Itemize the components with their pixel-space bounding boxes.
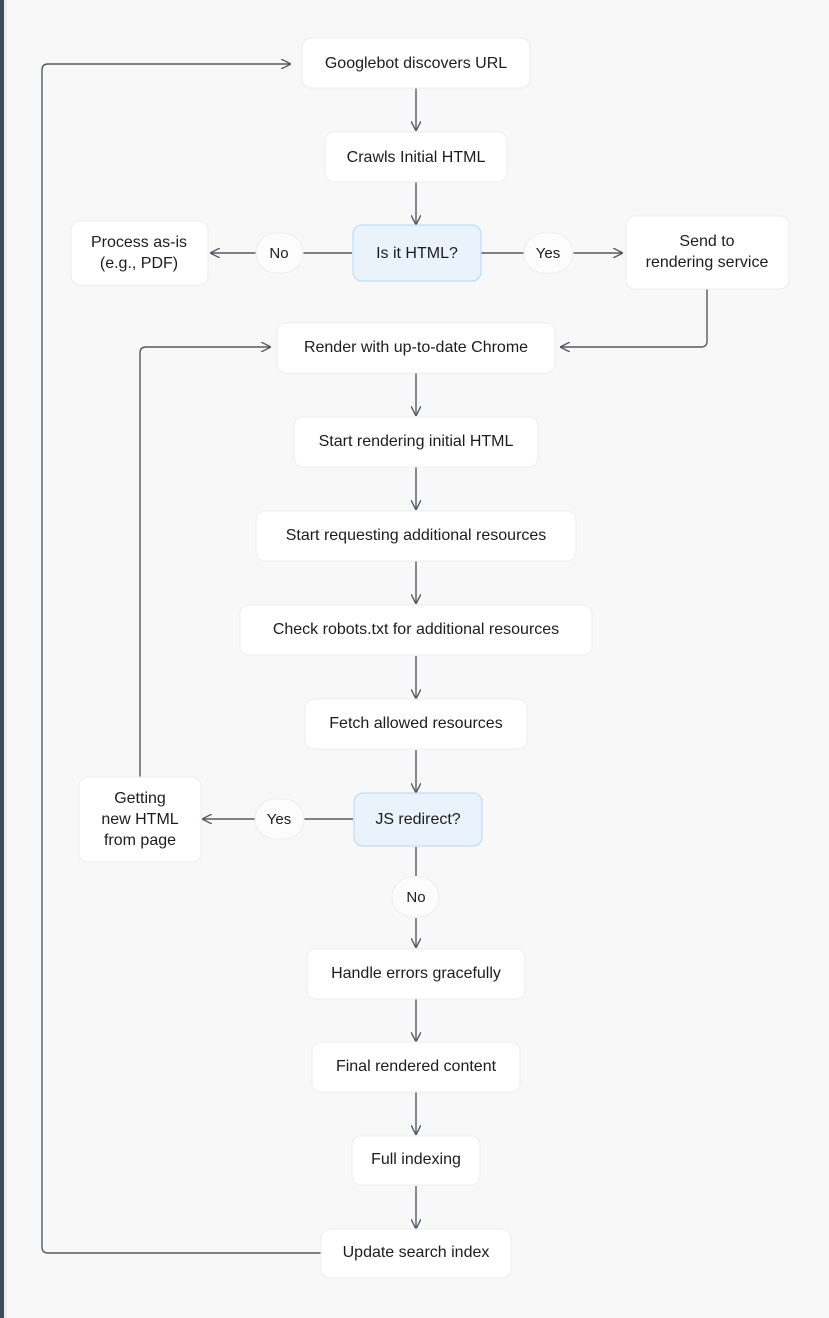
node-googlebot-discovers-url[interactable]: Googlebot discovers URL (301, 37, 531, 89)
node-label: Handle errors gracefully (331, 965, 501, 982)
node-full-indexing[interactable]: Full indexing (351, 1135, 481, 1186)
node-fetch-allowed-resources[interactable]: Fetch allowed resources (304, 698, 528, 750)
node-check-robots-txt[interactable]: Check robots.txt for additional resource… (239, 604, 593, 656)
node-update-search-index[interactable]: Update search index (320, 1228, 512, 1279)
node-start-requesting-resources[interactable]: Start requesting additional resources (255, 510, 577, 562)
node-getting-new-html-from-page[interactable]: Getting new HTML from page (78, 776, 202, 863)
decision-box[interactable] (353, 792, 483, 847)
node-label: Is it HTML? (376, 245, 458, 262)
node-label: Final rendered content (336, 1058, 497, 1075)
node-crawls-initial-html[interactable]: Crawls Initial HTML (324, 131, 508, 183)
node-box[interactable] (293, 416, 539, 468)
node-label: Crawls Initial HTML (347, 149, 486, 166)
node-box[interactable] (351, 1135, 481, 1186)
pill-box (254, 798, 305, 840)
node-label: Start requesting additional resources (286, 527, 547, 544)
node-label-line2: rendering service (646, 254, 769, 271)
edge-getting-new-html-to-render-loop (139, 347, 270, 777)
edge-label-yes-is-html: Yes (523, 232, 574, 274)
pill-label: Yes (536, 245, 560, 262)
node-label-line1: Getting (114, 790, 166, 807)
node-box[interactable] (311, 1041, 521, 1093)
decision-box[interactable] (352, 224, 482, 282)
node-send-to-rendering-service[interactable]: Send to rendering service (625, 215, 790, 290)
node-final-rendered-content[interactable]: Final rendered content (311, 1041, 521, 1093)
pill-label: No (269, 245, 288, 262)
page-left-gutter (0, 0, 4, 1318)
node-label: Start rendering initial HTML (319, 433, 514, 450)
node-label: Full indexing (371, 1151, 461, 1168)
node-label: Update search index (343, 1244, 490, 1261)
node-label: Render with up-to-date Chrome (304, 339, 528, 356)
node-label-line2: (e.g., PDF) (100, 255, 178, 272)
node-label-line1: Send to (679, 233, 734, 250)
node-label: Fetch allowed resources (329, 715, 502, 732)
node-box[interactable] (255, 510, 577, 562)
node-render-with-chrome[interactable]: Render with up-to-date Chrome (276, 322, 556, 374)
pill-label: No (406, 889, 425, 906)
node-label: Check robots.txt for additional resource… (273, 621, 559, 638)
node-box[interactable] (78, 776, 202, 863)
edge-label-yes-js-redirect: Yes (254, 798, 305, 840)
node-box[interactable] (301, 37, 531, 89)
edge-label-no-is-html: No (255, 232, 304, 274)
page-left-gutter-inner (4, 0, 7, 1318)
node-js-redirect-decision[interactable]: JS redirect? (353, 792, 483, 847)
node-box[interactable] (324, 131, 508, 183)
node-handle-errors-gracefully[interactable]: Handle errors gracefully (306, 948, 526, 1000)
node-box[interactable] (306, 948, 526, 1000)
node-box[interactable] (239, 604, 593, 656)
pill-box (255, 232, 304, 274)
node-box[interactable] (276, 322, 556, 374)
edge-send-rendering-to-render (561, 289, 708, 347)
node-is-it-html-decision[interactable]: Is it HTML? (352, 224, 482, 282)
node-label-line1: Process as-is (91, 234, 187, 251)
pill-label: Yes (267, 811, 291, 828)
node-label: JS redirect? (375, 811, 460, 828)
pill-box (523, 232, 574, 274)
node-box[interactable] (304, 698, 528, 750)
node-box[interactable] (70, 220, 209, 286)
node-label: Googlebot discovers URL (325, 55, 507, 72)
pill-box (391, 876, 440, 918)
edge-label-no-js-redirect: No (391, 876, 440, 918)
node-start-rendering-initial-html[interactable]: Start rendering initial HTML (293, 416, 539, 468)
edge-update-to-discover-loop (41, 64, 321, 1254)
node-process-as-is[interactable]: Process as-is (e.g., PDF) (70, 220, 209, 286)
node-box[interactable] (625, 215, 790, 290)
node-box[interactable] (320, 1228, 512, 1279)
node-label-line3: from page (104, 832, 176, 849)
node-label-line2: new HTML (101, 811, 178, 828)
